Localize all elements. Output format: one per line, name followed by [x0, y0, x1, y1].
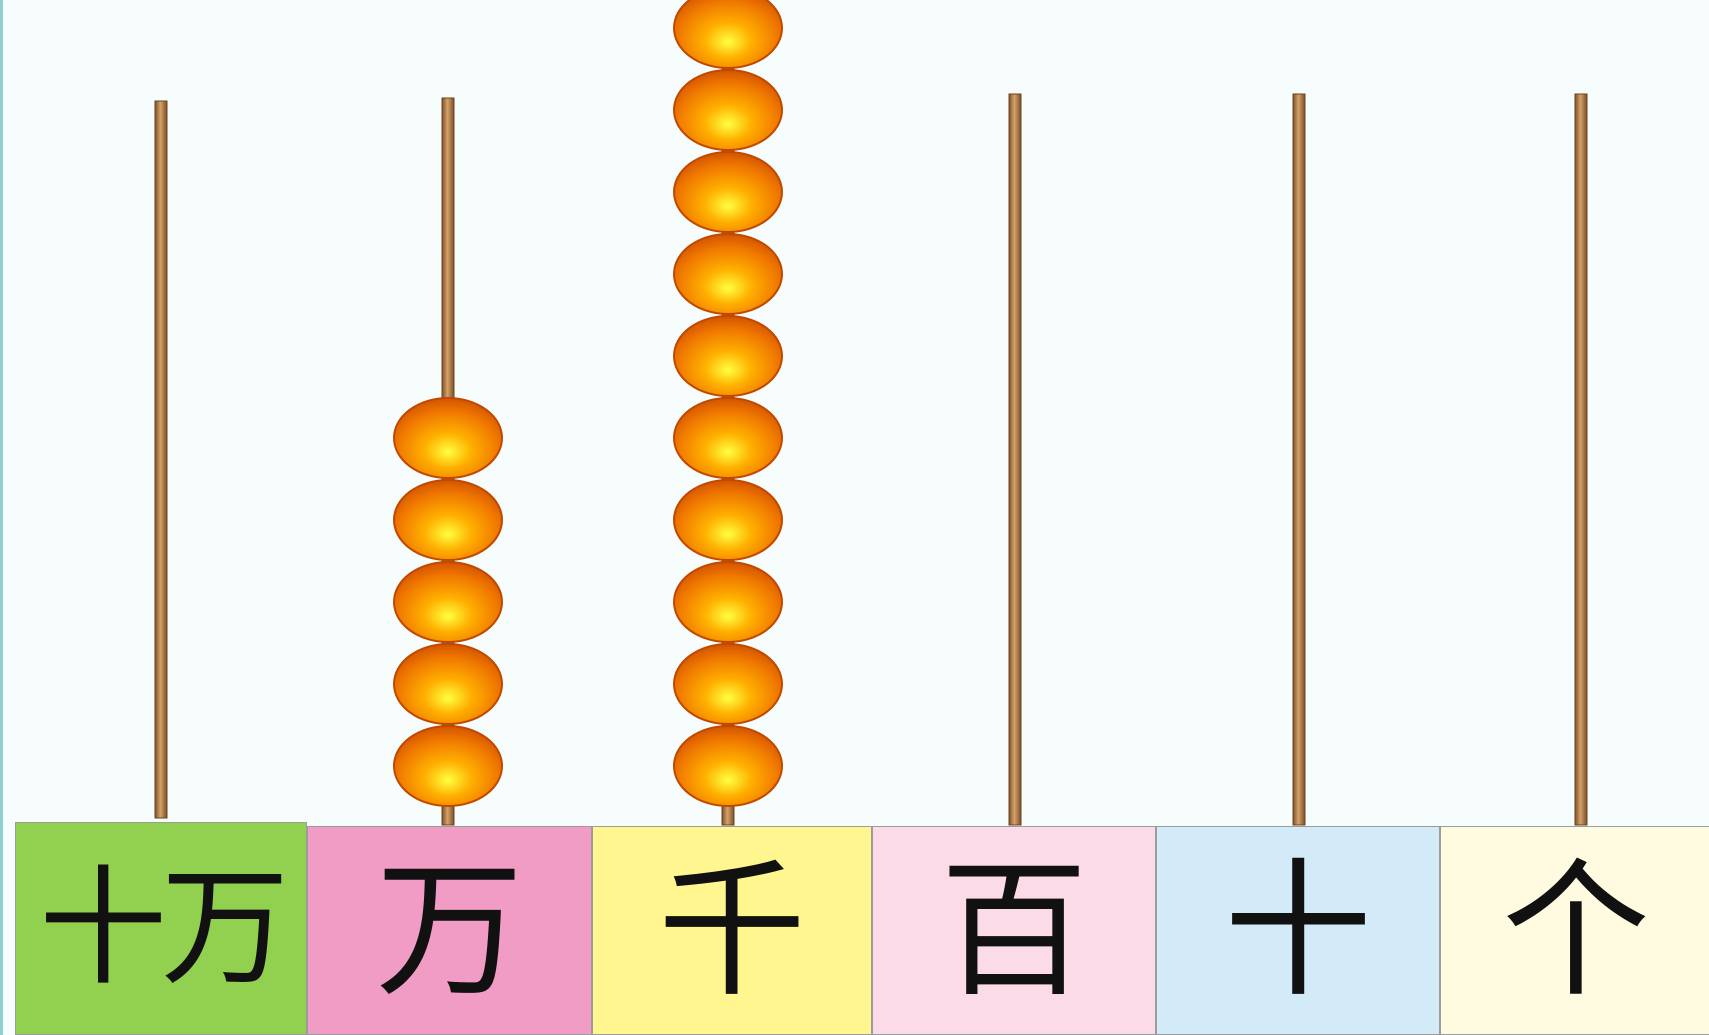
abacus-rods-and-beads	[154, 0, 1588, 826]
rod-5	[1292, 93, 1306, 826]
bead[interactable]	[393, 397, 503, 479]
bead[interactable]	[673, 315, 783, 397]
rod-4	[1008, 93, 1022, 826]
rod-6	[1574, 93, 1588, 826]
bead[interactable]	[393, 479, 503, 561]
bead[interactable]	[393, 643, 503, 725]
bead[interactable]	[673, 561, 783, 643]
bead[interactable]	[673, 0, 783, 69]
bead[interactable]	[673, 151, 783, 233]
place-value-label: 个	[1440, 826, 1709, 1035]
bead[interactable]	[673, 233, 783, 315]
bead[interactable]	[673, 397, 783, 479]
bead[interactable]	[673, 725, 783, 807]
bead[interactable]	[673, 643, 783, 725]
rod-1	[154, 100, 168, 819]
bead[interactable]	[673, 479, 783, 561]
place-value-label: 万	[307, 826, 592, 1035]
place-value-label: 十	[1156, 826, 1440, 1035]
bead[interactable]	[393, 561, 503, 643]
bead[interactable]	[673, 69, 783, 151]
bead[interactable]	[393, 725, 503, 807]
place-value-label: 千	[592, 826, 872, 1035]
place-value-label: 百	[872, 826, 1156, 1035]
place-value-label: 十万	[15, 822, 307, 1035]
